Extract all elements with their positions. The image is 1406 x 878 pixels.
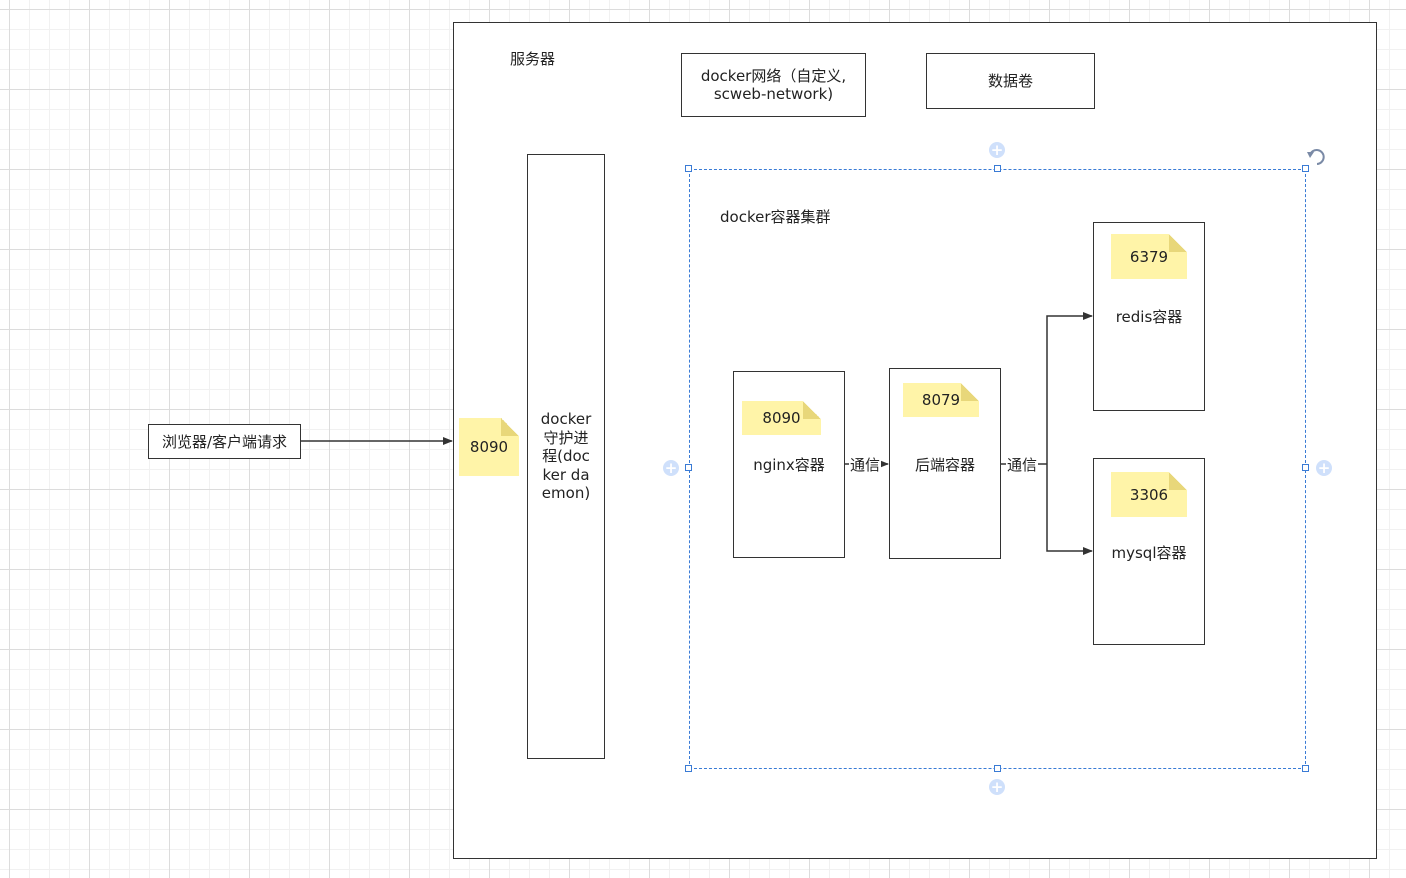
docker-network-label-line1: docker网络（自定义, xyxy=(700,67,847,85)
nginx-port-label: 8090 xyxy=(762,409,801,427)
selection-handle-bottom-left[interactable] xyxy=(685,765,692,772)
add-connection-top-icon[interactable]: + xyxy=(989,141,1005,159)
mysql-port-label: 3306 xyxy=(1129,485,1169,504)
docker-daemon-box[interactable]: docker守护进程(docker daemon) xyxy=(527,154,605,759)
backend-container-label: 后端容器 xyxy=(914,456,975,474)
selection-handle-top[interactable] xyxy=(994,165,1001,172)
redis-port-label: 6379 xyxy=(1129,247,1169,266)
selection-handle-bottom-right[interactable] xyxy=(1302,765,1309,772)
data-volume-label: 数据卷 xyxy=(987,72,1033,90)
note-fold-icon xyxy=(1169,234,1187,252)
mysql-container-label: mysql容器 xyxy=(1111,544,1187,562)
selection-handle-right[interactable] xyxy=(1302,464,1309,471)
redis-port-note[interactable]: 6379 xyxy=(1111,234,1187,279)
rotate-icon[interactable] xyxy=(1306,148,1328,168)
selection-handle-top-left[interactable] xyxy=(685,165,692,172)
docker-cluster-label: docker容器集群 xyxy=(720,208,831,226)
docker-network-label-line2: scweb-network) xyxy=(713,85,834,103)
client-request-label: 浏览器/客户端请求 xyxy=(161,432,288,451)
server-label: 服务器 xyxy=(510,50,556,68)
selection-handle-top-right[interactable] xyxy=(1302,165,1309,172)
backend-to-mysql-arrow xyxy=(1046,464,1093,555)
selection-handle-bottom[interactable] xyxy=(994,765,1001,772)
backend-to-redis-arrow xyxy=(1046,312,1093,464)
note-fold-icon xyxy=(961,383,979,401)
client-request-box[interactable]: 浏览器/客户端请求 xyxy=(148,424,301,459)
redis-container-label: redis容器 xyxy=(1115,308,1183,326)
backend-port-note[interactable]: 8079 xyxy=(903,383,979,417)
daemon-port-label: 8090 xyxy=(469,438,509,456)
add-connection-bottom-icon[interactable]: + xyxy=(989,778,1005,796)
mysql-port-note[interactable]: 3306 xyxy=(1111,472,1187,517)
docker-network-box[interactable]: docker网络（自定义, scweb-network) xyxy=(681,53,866,117)
data-volume-box[interactable]: 数据卷 xyxy=(926,53,1095,109)
note-fold-icon xyxy=(1169,472,1187,490)
note-fold-icon xyxy=(803,401,821,419)
backend-port-label: 8079 xyxy=(921,391,961,409)
add-connection-left-icon[interactable]: + xyxy=(663,459,679,477)
note-fold-icon xyxy=(501,418,519,436)
docker-daemon-label: docker守护进程(docker daemon) xyxy=(540,410,592,503)
nginx-container-label: nginx容器 xyxy=(753,456,825,474)
nginx-port-note[interactable]: 8090 xyxy=(742,401,821,435)
nginx-backend-edge-label: 通信 xyxy=(849,456,882,474)
backend-db-edge-label: 通信 xyxy=(1006,456,1039,474)
selection-handle-left[interactable] xyxy=(685,464,692,471)
add-connection-right-icon[interactable]: + xyxy=(1316,459,1332,477)
daemon-port-note[interactable]: 8090 xyxy=(459,418,519,476)
